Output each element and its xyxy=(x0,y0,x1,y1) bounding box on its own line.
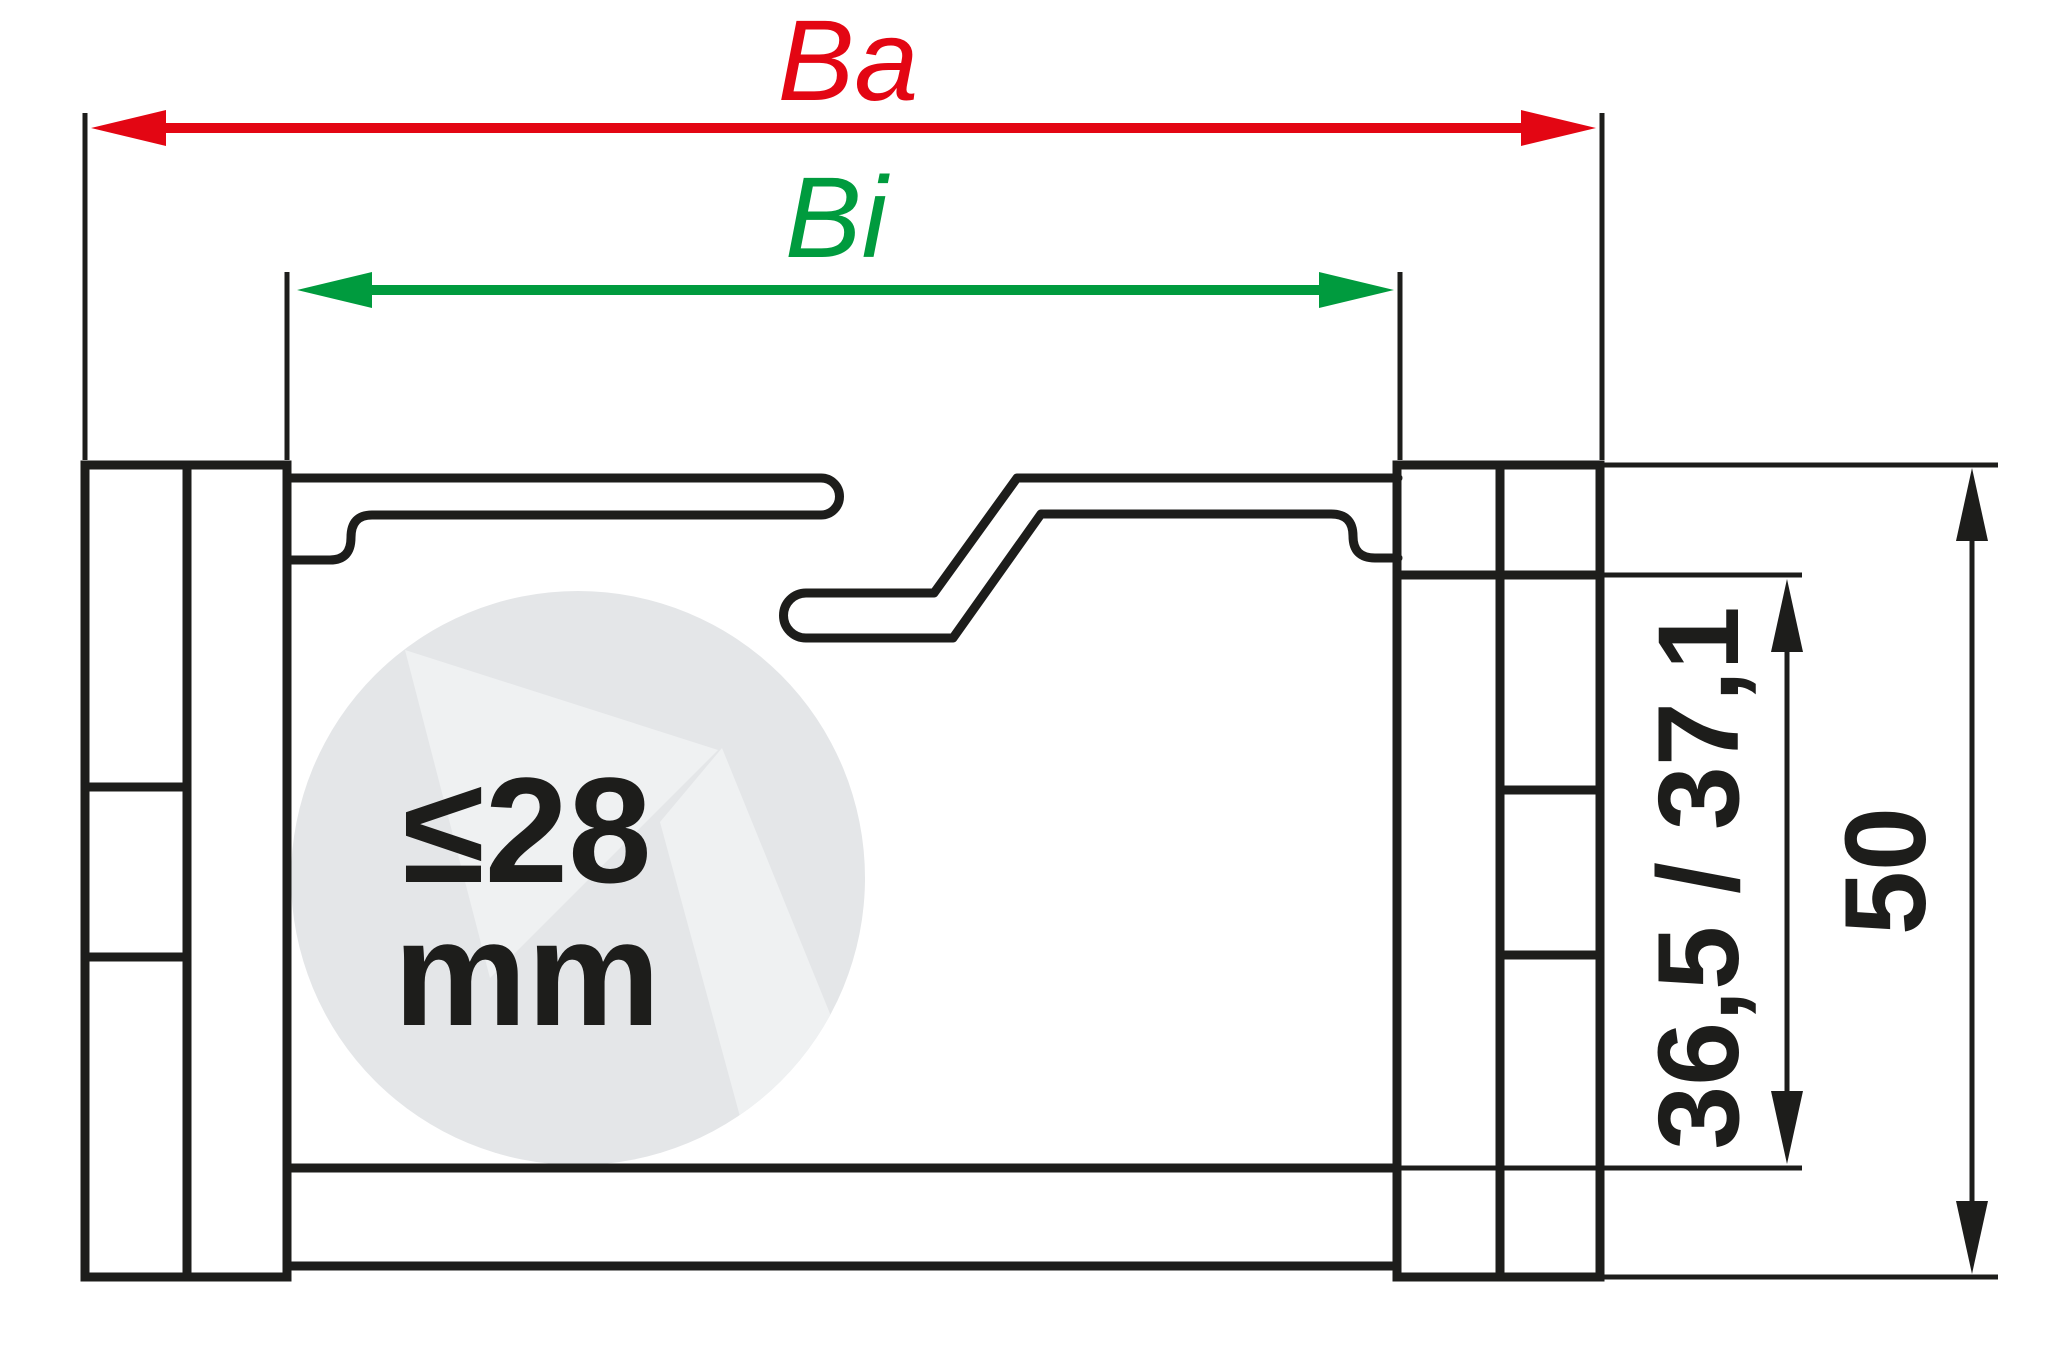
inner-height-value: 36,5 / 37,1 xyxy=(1635,606,1763,1150)
dimension-outer-width: Ba xyxy=(82,0,1605,460)
crossbar-right-half xyxy=(779,473,1403,643)
watermark-max-diameter-unit: mm xyxy=(394,889,661,1057)
watermark-arrow-shaft-facet xyxy=(660,748,848,1124)
chain-profile xyxy=(80,460,1605,1282)
outer-height-value: 50 xyxy=(1822,807,1950,935)
bi-label: Bi xyxy=(785,154,891,282)
outer-height-arrowhead-top xyxy=(1956,468,1988,541)
dimension-outer-height: 50 xyxy=(1602,462,1998,1280)
bi-arrowhead-right xyxy=(1319,272,1394,308)
inner-height-arrowhead-top xyxy=(1771,579,1803,652)
outer-height-arrowhead-bottom xyxy=(1956,1201,1988,1274)
inner-height-arrowhead-bottom xyxy=(1771,1091,1803,1164)
watermark-max-diameter-value: ≤28 xyxy=(402,746,651,914)
bi-arrowhead-left xyxy=(297,272,372,308)
ba-arrowhead-right xyxy=(1521,110,1596,146)
ba-arrowhead-left xyxy=(91,110,166,146)
dimension-inner-width: Bi xyxy=(284,154,1403,460)
dimension-inner-height: 36,5 / 37,1 xyxy=(1397,572,1803,1171)
watermark-badge: ≤28 mm xyxy=(291,591,865,1165)
crossbar-left-half xyxy=(284,473,844,565)
ba-label: Ba xyxy=(778,0,919,125)
watermark-arrow-head-facet xyxy=(405,650,718,978)
